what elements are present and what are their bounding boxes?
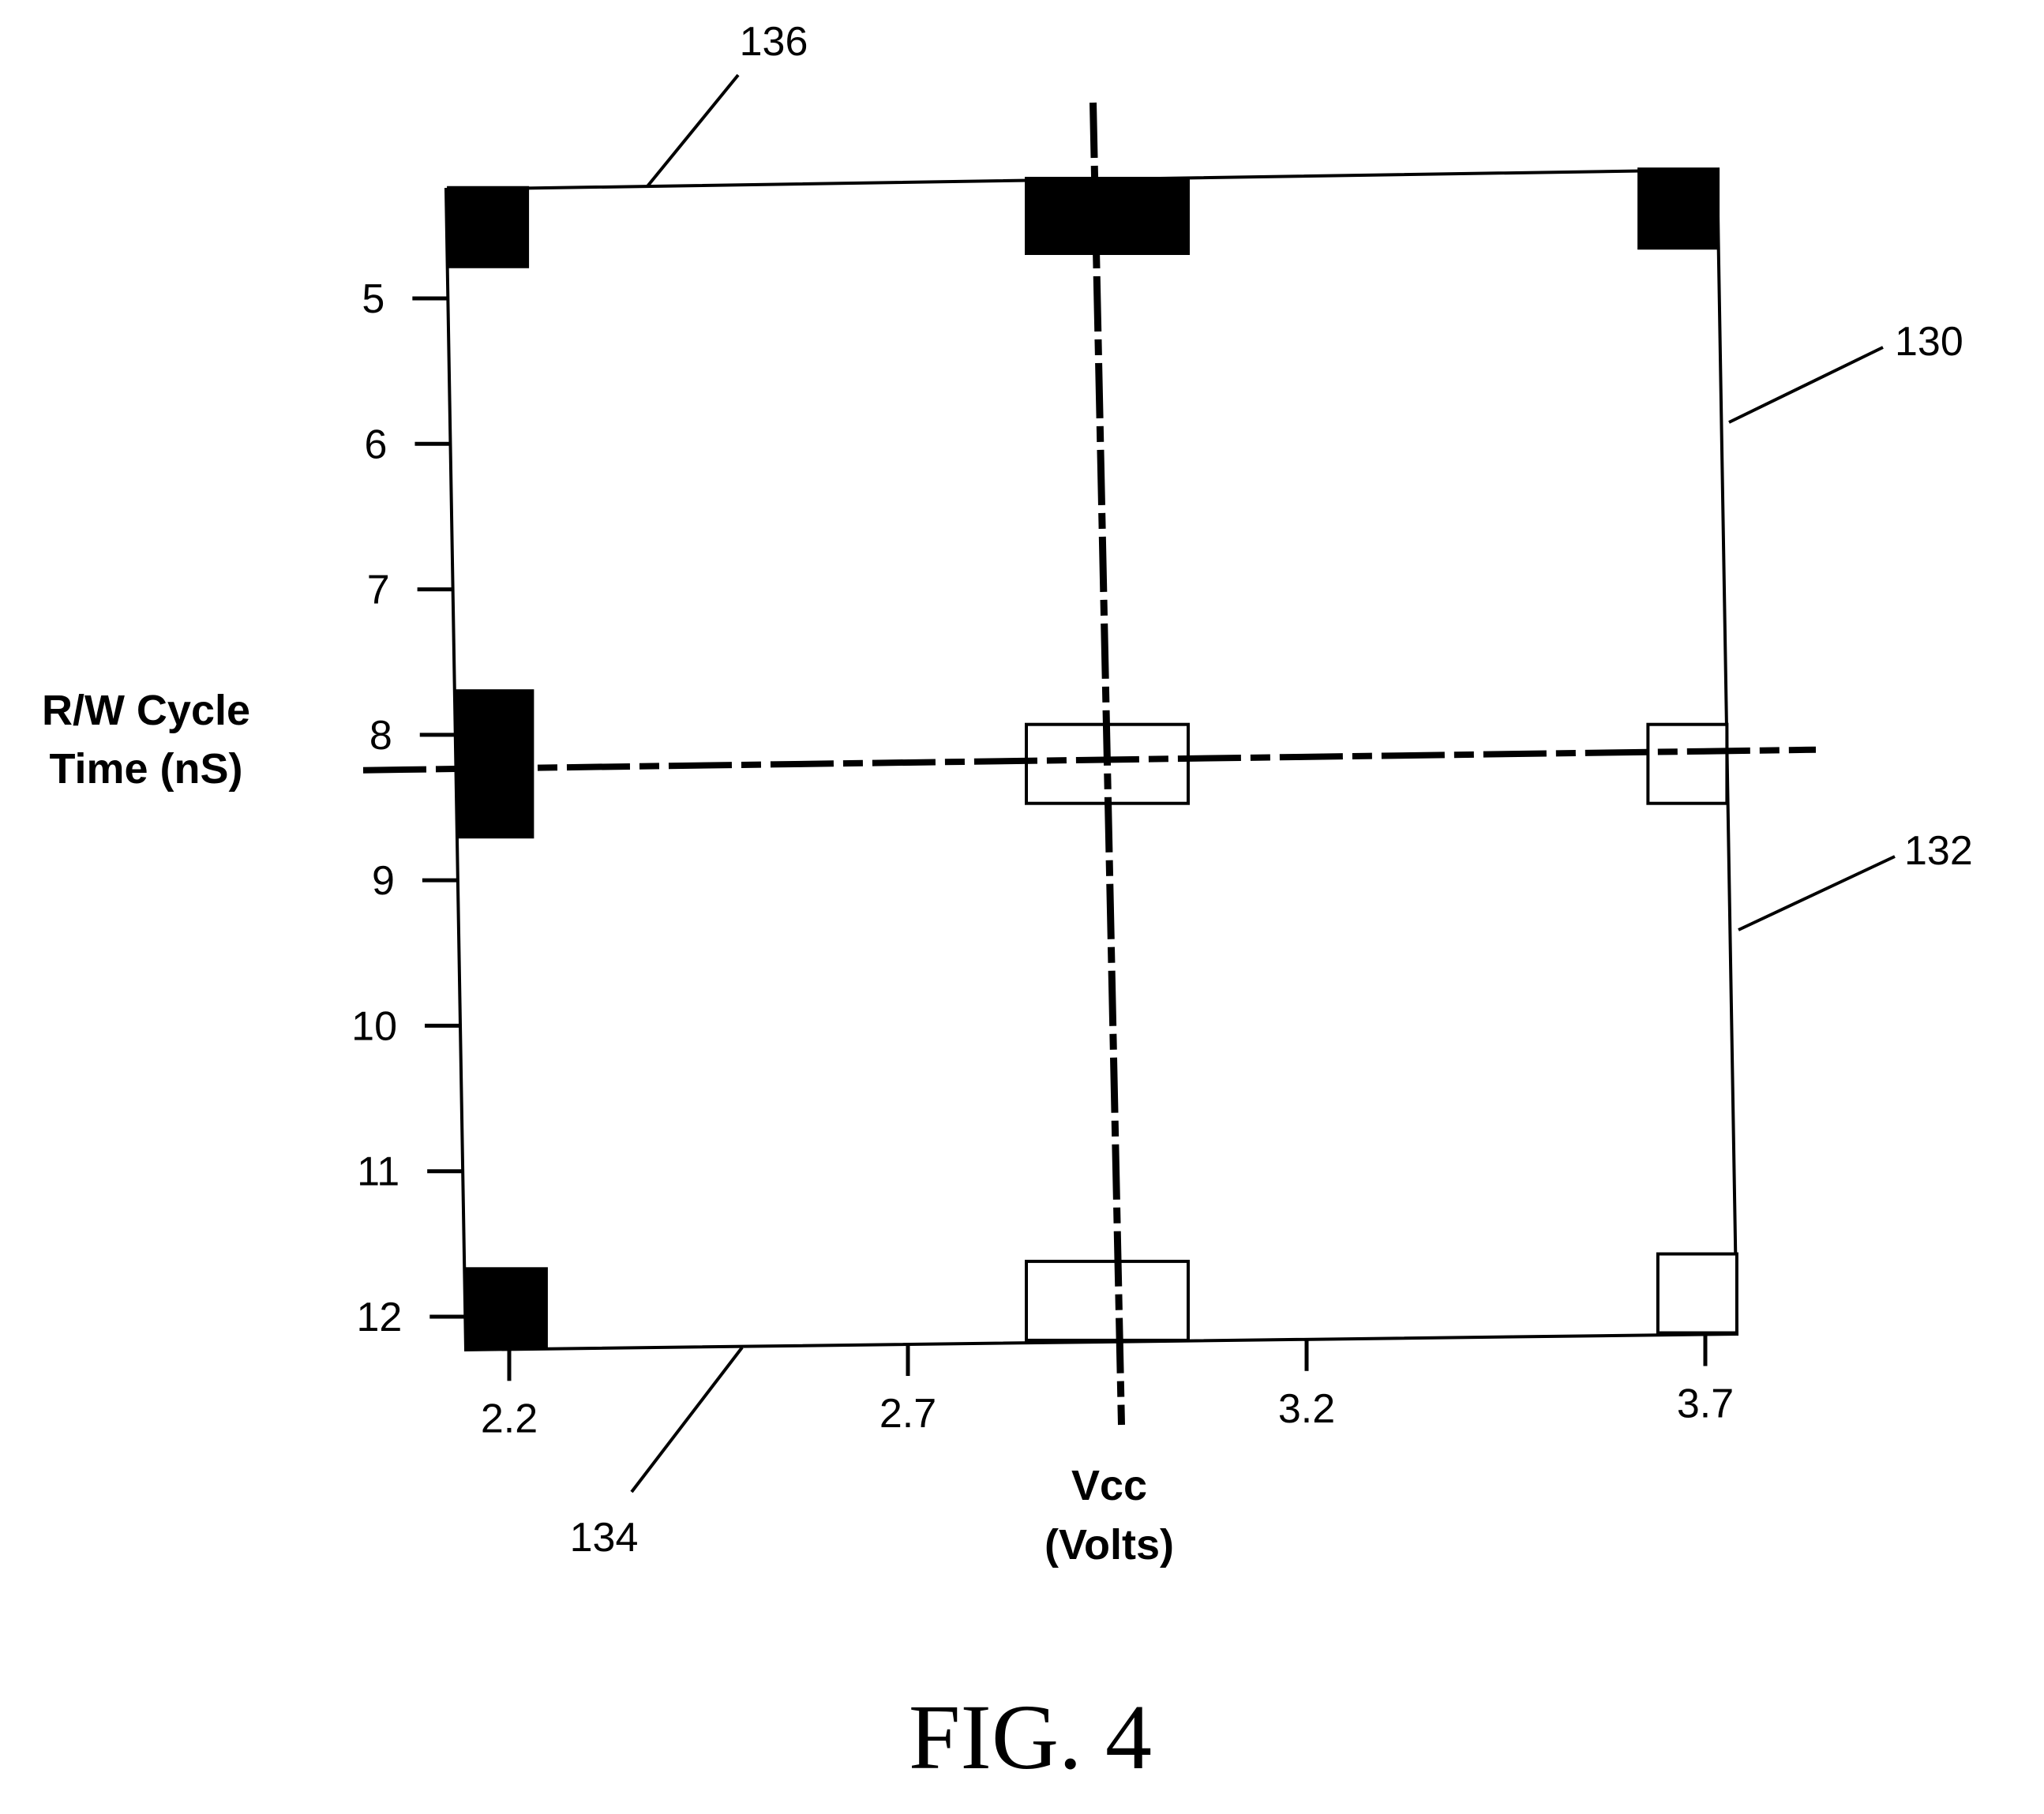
test-point-markers: [447, 167, 1738, 1350]
cycle-time-center-line: [362, 746, 1817, 774]
x-tick-label: 3.2: [1278, 1386, 1335, 1432]
y-tick-label: 5: [362, 276, 384, 322]
y-axis-title-line2: Time (nS): [49, 745, 242, 793]
y-tick-label: 9: [372, 858, 395, 904]
ref-label-130: 130: [1895, 319, 1963, 365]
filled-test-point: [447, 186, 530, 268]
x-tick-label: 2.2: [481, 1396, 538, 1441]
y-tick-label: 12: [356, 1295, 402, 1340]
figure-caption: FIG. 4: [909, 1685, 1152, 1789]
open-test-point: [1025, 1259, 1190, 1342]
filled-test-point: [1025, 176, 1190, 255]
nominal-center-lines: [362, 102, 1817, 1426]
y-axis-title-line1: R/W Cycle: [42, 687, 250, 734]
leader-line-136: [646, 73, 740, 188]
filled-test-point: [1637, 167, 1720, 250]
ref-label-136: 136: [740, 19, 808, 65]
filled-test-point: [465, 1267, 548, 1350]
open-test-point: [1656, 1252, 1738, 1335]
y-tick-label: 8: [369, 713, 392, 759]
y-tick-label: 11: [357, 1149, 399, 1195]
open-test-point: [1646, 722, 1729, 805]
y-axis-ticks: 5 6 7 8 9 10 11 12: [351, 276, 466, 1340]
x-axis-ticks: 2.2 2.7 3.2 3.7: [481, 1334, 1734, 1441]
x-tick-label: 3.7: [1677, 1381, 1734, 1426]
filled-test-point: [456, 689, 534, 839]
y-tick-label: 6: [365, 422, 388, 467]
ref-label-134: 134: [570, 1515, 639, 1561]
y-tick-label: 10: [351, 1003, 397, 1049]
vcc-center-line: [1090, 102, 1125, 1426]
x-tick-label: 2.7: [879, 1391, 936, 1437]
x-axis-title-line2: (Volts): [1045, 1521, 1174, 1569]
y-tick-label: 7: [367, 568, 390, 613]
leader-line-130: [1728, 346, 1884, 424]
x-axis-title-line1: Vcc: [1071, 1462, 1147, 1509]
ref-label-132: 132: [1904, 828, 1973, 874]
leader-line-132: [1738, 855, 1896, 931]
leader-line-134: [630, 1346, 744, 1494]
